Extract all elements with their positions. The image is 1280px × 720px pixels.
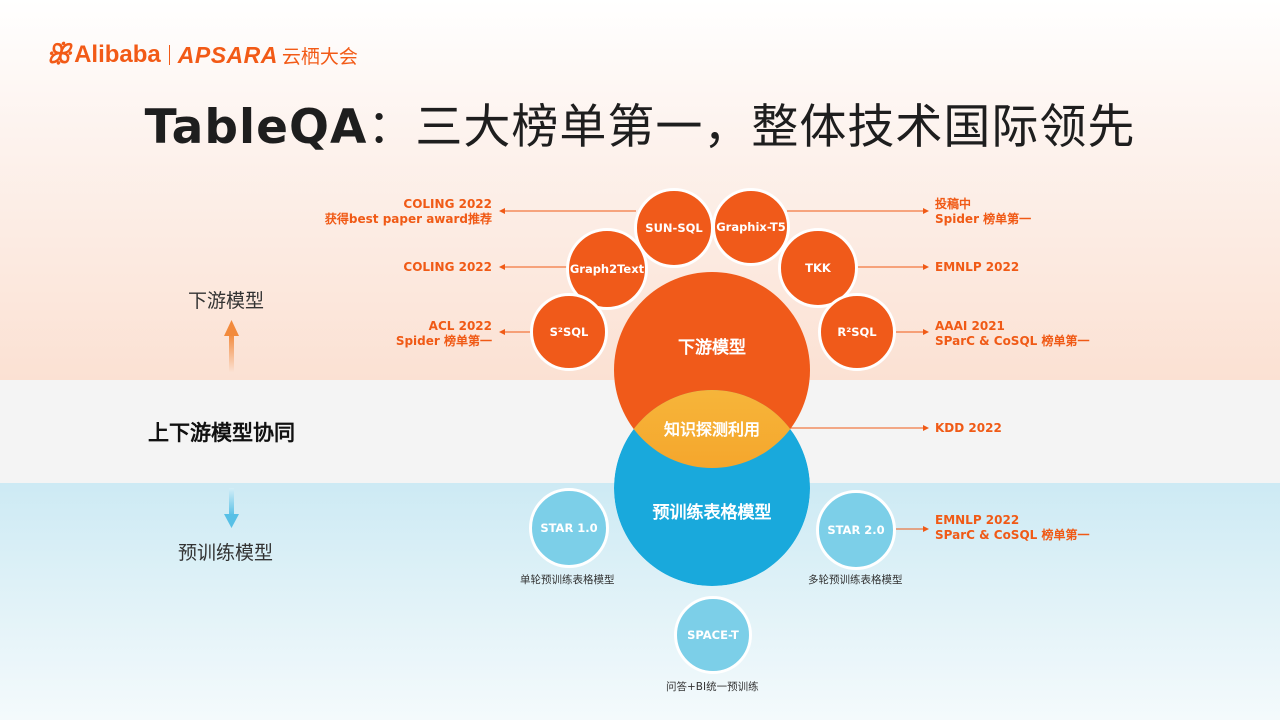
- annotation-line: EMNLP 2022: [935, 513, 1020, 527]
- sun-sql-circle: SUN-SQL: [634, 188, 714, 268]
- logo-brand: Alibaba: [74, 41, 161, 68]
- downstream-model-label: 下游模型: [678, 337, 746, 358]
- star1-circle: STAR 1.0: [529, 488, 609, 568]
- annotation-line: SParC & CoSQL 榜单第一: [935, 528, 1090, 542]
- tkk-annotation: EMNLP 2022: [935, 260, 1019, 275]
- logo-product-cn: 云栖大会: [281, 46, 358, 68]
- tkk-label: TKK: [805, 261, 831, 275]
- annotation-line: ACL 2022: [428, 319, 492, 333]
- annotation-line: AAAI 2021: [935, 319, 1005, 333]
- space-t-caption: 问答+BI统一预训练: [666, 681, 759, 693]
- sun-sql-annotation: COLING 2022 获得best paper award推荐: [325, 197, 492, 227]
- side-label-downstream: 下游模型: [188, 290, 265, 312]
- star2-caption: 多轮预训练表格模型: [808, 574, 903, 586]
- annotation-line: COLING 2022: [403, 197, 492, 211]
- r2sql-circle: R²SQL: [818, 293, 896, 371]
- sun-sql-label: SUN-SQL: [645, 221, 703, 235]
- annotation-line: KDD 2022: [935, 421, 1002, 435]
- knowledge-annotation: KDD 2022: [935, 421, 1002, 436]
- graph2text-annotation: COLING 2022: [403, 260, 492, 275]
- alibaba-mark-icon: ꕥ: [46, 39, 71, 69]
- graphix-t5-circle: Graphix-T5: [712, 188, 790, 266]
- title-en: TableQA: [144, 100, 368, 155]
- graphix-t5-annotation: 投稿中 Spider 榜单第一: [935, 197, 1031, 227]
- annotation-line: COLING 2022: [403, 260, 492, 274]
- s2sql-label: S²SQL: [549, 325, 589, 339]
- annotation-line: Spider 榜单第一: [395, 334, 492, 348]
- knowledge-label: 知识探测利用: [663, 420, 760, 439]
- star1-caption: 单轮预训练表格模型: [520, 574, 615, 586]
- alibaba-apsara-logo: ꕥ Alibaba APSARA 云栖大会: [46, 39, 358, 70]
- logo-product: APSARA: [177, 41, 278, 68]
- annotation-line: EMNLP 2022: [935, 260, 1020, 274]
- space-t-label: SPACE-T: [687, 628, 739, 642]
- s2sql-circle: S²SQL: [530, 293, 608, 371]
- s2sql-annotation: ACL 2022 Spider 榜单第一: [396, 319, 492, 349]
- annotation-line: 投稿中: [935, 197, 972, 211]
- annotation-line: SParC & CoSQL 榜单第一: [935, 334, 1090, 348]
- side-label-pretrain: 预训练模型: [178, 542, 274, 564]
- side-label-collab: 上下游模型协同: [148, 421, 295, 445]
- r2sql-label: R²SQL: [837, 325, 877, 339]
- page-title: TableQA：三大榜单第一，整体技术国际领先: [0, 88, 1280, 157]
- title-cn: ：三大榜单第一，整体技术国际领先: [367, 100, 1136, 155]
- space-t-circle: SPACE-T: [674, 596, 752, 674]
- graph2text-label: Graph2Text: [569, 262, 645, 276]
- pretrain-model-label: 预训练表格模型: [652, 502, 772, 523]
- knowledge-overlap: [614, 390, 810, 468]
- star2-label: STAR 2.0: [827, 523, 885, 537]
- star2-circle: STAR 2.0: [816, 490, 896, 570]
- graphix-t5-label: Graphix-T5: [716, 220, 786, 234]
- annotation-line: Spider 榜单第一: [935, 212, 1032, 226]
- logo-divider: [168, 45, 170, 65]
- star2-annotation: EMNLP 2022 SParC & CoSQL 榜单第一: [935, 513, 1089, 543]
- star1-label: STAR 1.0: [540, 521, 598, 535]
- annotation-line: 获得best paper award推荐: [324, 212, 492, 226]
- r2sql-annotation: AAAI 2021 SParC & CoSQL 榜单第一: [935, 319, 1089, 349]
